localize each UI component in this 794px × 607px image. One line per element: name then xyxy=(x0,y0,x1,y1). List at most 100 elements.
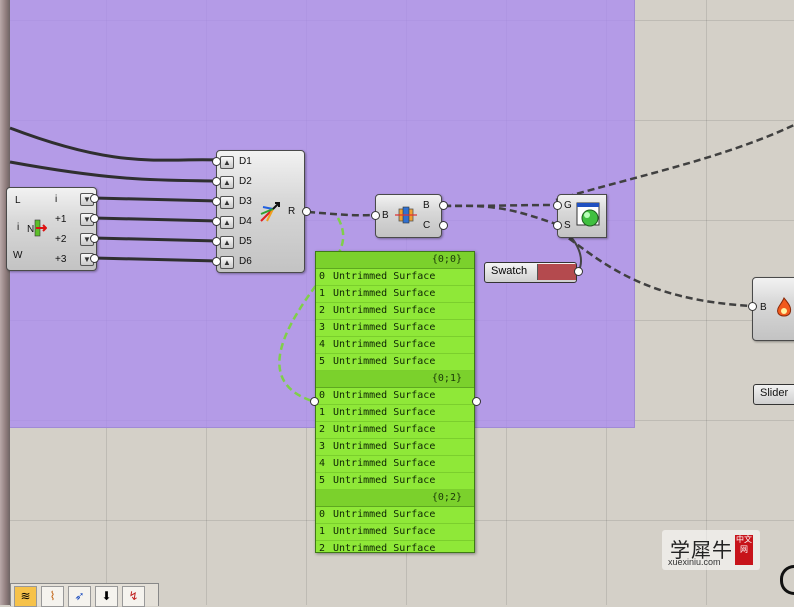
item-value: Untrimmed Surface xyxy=(333,475,436,486)
canvas-left-edge xyxy=(0,0,10,605)
output-grip[interactable] xyxy=(439,201,448,210)
merge-icon[interactable]: ➶ xyxy=(68,586,91,607)
brep-edges-component[interactable]: B B C xyxy=(375,194,442,238)
input-label-g: G xyxy=(564,200,572,211)
input-label-d1: D1 xyxy=(239,156,252,167)
output-grip[interactable] xyxy=(90,234,99,243)
input-grip[interactable] xyxy=(212,177,221,186)
input-grip[interactable] xyxy=(212,197,221,206)
output-grip[interactable] xyxy=(90,214,99,223)
input-label-d5: D5 xyxy=(239,236,252,247)
canvas-corner-icon[interactable] xyxy=(780,565,794,595)
merge-icon xyxy=(259,201,281,223)
output-grip[interactable] xyxy=(574,267,583,276)
item-index: 1 xyxy=(319,288,326,299)
item-index: 0 xyxy=(319,271,326,282)
watermark-title: 学犀牛 xyxy=(670,538,733,562)
item-value: Untrimmed Surface xyxy=(333,390,436,401)
input-label-b: B xyxy=(760,302,767,313)
watermark-badge: 中文网 xyxy=(735,535,753,565)
output-grip[interactable] xyxy=(90,194,99,203)
input-label-d4: D4 xyxy=(239,216,252,227)
item-value: Untrimmed Surface xyxy=(333,305,436,316)
list-item: 4 Untrimmed Surface xyxy=(316,456,474,473)
input-label-d6: D6 xyxy=(239,256,252,267)
custom-preview-icon xyxy=(576,201,602,229)
output-label-c: C xyxy=(423,220,431,231)
output-label-b: B xyxy=(423,200,430,211)
output-label-i: i xyxy=(55,194,58,205)
input-grip[interactable] xyxy=(371,211,380,220)
input-grip[interactable] xyxy=(212,257,221,266)
wave-icon[interactable]: ⌇ xyxy=(41,586,64,607)
input-arrow-icon[interactable]: ▲ xyxy=(220,176,234,189)
panel-input-grip[interactable] xyxy=(310,397,319,406)
input-label-d2: D2 xyxy=(239,176,252,187)
input-label-i: i xyxy=(17,222,20,233)
colour-swatch[interactable]: Swatch xyxy=(484,262,577,283)
bottom-toolbar: ≋ ⌇ ➶ ⬇ ↯ xyxy=(10,583,159,607)
output-label-r: R xyxy=(288,206,296,217)
input-grip[interactable] xyxy=(212,217,221,226)
input-grip[interactable] xyxy=(553,201,562,210)
item-value: Untrimmed Surface xyxy=(333,526,436,537)
slider-label: Slider xyxy=(760,387,789,399)
input-grip[interactable] xyxy=(212,237,221,246)
input-grip[interactable] xyxy=(553,221,562,230)
download-icon[interactable]: ⬇ xyxy=(95,586,118,607)
swatch-colour-box[interactable] xyxy=(537,264,576,280)
item-index: 3 xyxy=(319,322,326,333)
input-arrow-icon[interactable]: ▲ xyxy=(220,196,234,209)
output-grip[interactable] xyxy=(302,207,311,216)
list-item: 0 Untrimmed Surface xyxy=(316,269,474,286)
input-label-b: B xyxy=(382,210,389,221)
list-item-component[interactable]: L i W N i +1 +2 +3 ▼ ▼ ▼ ▼ xyxy=(6,187,97,271)
output-grip[interactable] xyxy=(439,221,448,230)
brep-component-icon xyxy=(395,205,417,225)
item-value: Untrimmed Surface xyxy=(333,288,436,299)
input-label-d3: D3 xyxy=(239,196,252,207)
item-index: 5 xyxy=(319,356,326,367)
panel-output-grip[interactable] xyxy=(472,397,481,406)
output-grip[interactable] xyxy=(90,254,99,263)
branch-path-header: {0;2} xyxy=(316,490,474,507)
output-label-plus3: +3 xyxy=(55,254,67,265)
input-label-l: L xyxy=(15,195,21,206)
input-arrow-icon[interactable]: ▲ xyxy=(220,216,234,229)
item-value: Untrimmed Surface xyxy=(333,271,436,282)
input-grip[interactable] xyxy=(212,157,221,166)
item-index: 4 xyxy=(319,458,326,469)
item-index: 0 xyxy=(319,509,326,520)
item-value: Untrimmed Surface xyxy=(333,458,436,469)
item-value: Untrimmed Surface xyxy=(333,424,436,435)
graph-icon[interactable]: ↯ xyxy=(122,586,145,607)
input-arrow-icon[interactable]: ▲ xyxy=(220,256,234,269)
item-value: Untrimmed Surface xyxy=(333,322,436,333)
item-value: Untrimmed Surface xyxy=(333,509,436,520)
branch-path-header: {0;0} xyxy=(316,252,474,269)
swatch-label: Swatch xyxy=(491,265,528,277)
merge-component[interactable]: ▲ ▲ ▲ ▲ ▲ ▲ D1 D2 D3 D4 D5 D6 R xyxy=(216,150,305,273)
item-value: Untrimmed Surface xyxy=(333,356,436,367)
input-arrow-icon[interactable]: ▲ xyxy=(220,236,234,249)
svg-text:N: N xyxy=(27,224,34,235)
fire-icon xyxy=(773,296,794,318)
right-edge-component[interactable]: B xyxy=(752,277,794,341)
custom-preview-component[interactable]: G S xyxy=(557,194,607,238)
slider-component[interactable]: Slider xyxy=(753,384,794,405)
item-index: 4 xyxy=(319,339,326,350)
input-arrow-icon[interactable]: ▲ xyxy=(220,156,234,169)
list-item-icon: N xyxy=(27,218,48,238)
field-icon[interactable]: ≋ xyxy=(14,586,37,607)
watermark-url: xuexiniu.com xyxy=(668,557,721,567)
input-grip[interactable] xyxy=(748,302,757,311)
item-index: 2 xyxy=(319,424,326,435)
